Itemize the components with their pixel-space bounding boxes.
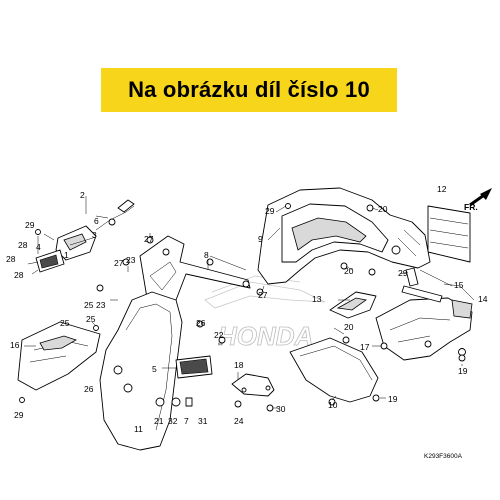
callout-14: 14 <box>478 294 488 304</box>
callout-2: 2 <box>80 190 85 200</box>
callout-4: 4 <box>36 242 41 252</box>
direction-label: FR. <box>464 202 478 212</box>
part-14-license-bracket <box>375 285 473 361</box>
callout-5: 5 <box>152 364 157 374</box>
callout-29b: 29 <box>265 206 275 216</box>
callout-29a: 29 <box>25 220 35 230</box>
callout-12: 12 <box>437 184 447 194</box>
callout-25c: 25 <box>86 314 96 324</box>
callout-18: 18 <box>234 360 244 370</box>
callout-28b: 28 <box>6 254 16 264</box>
callout-29c: 29 <box>398 268 408 278</box>
callout-25b: 25 <box>60 318 70 328</box>
callout-26b: 26 <box>84 384 94 394</box>
banner-text: Na obrázku díl číslo 10 <box>128 77 370 102</box>
fasteners <box>19 203 466 412</box>
part-18-bracket <box>231 373 275 397</box>
callout-19b: 19 <box>388 394 398 404</box>
callout-23: 23 <box>96 300 106 310</box>
callout-32: 32 <box>168 416 178 426</box>
callout-25a: 25 <box>84 300 94 310</box>
callout-24: 24 <box>234 416 244 426</box>
callout-3: 3 <box>92 230 97 240</box>
callout-27b: 27 <box>114 258 124 268</box>
callout-28a: 28 <box>18 240 28 250</box>
leader-lines <box>24 196 475 409</box>
callout-labels: 2 6 3 29 28 4 1 28 28 27 27 23 25 25 25 … <box>6 184 488 434</box>
callout-21: 21 <box>154 416 164 426</box>
callout-26a: 26 <box>196 318 206 328</box>
part-12-rear-plate <box>427 205 471 263</box>
part-9-inner-fender <box>257 187 431 285</box>
callout-13: 13 <box>312 294 322 304</box>
title-banner: Na obrázku díl číslo 10 <box>101 68 397 112</box>
callout-1: 1 <box>64 250 69 260</box>
callout-16: 16 <box>10 340 20 350</box>
part-16-side-cover <box>17 321 101 391</box>
direction-arrow-icon: FR. <box>464 188 492 212</box>
part-11-rear-fender <box>99 291 183 451</box>
callout-20c: 20 <box>344 322 354 332</box>
honda-watermark: HONDA <box>204 275 326 351</box>
callout-11: 11 <box>134 424 143 434</box>
callout-27c: 27 <box>258 290 268 300</box>
part-5-reflector <box>175 355 213 379</box>
callout-15: 15 <box>454 280 464 290</box>
callout-27a: 27 <box>144 234 154 244</box>
callout-30: 30 <box>276 404 286 414</box>
callout-19a: 19 <box>458 366 468 376</box>
callout-9: 9 <box>258 234 263 244</box>
part-10-mudguard <box>289 337 379 403</box>
callout-10: 10 <box>328 400 338 410</box>
callout-20b: 20 <box>344 266 354 276</box>
callout-7: 7 <box>184 416 189 426</box>
callout-29d: 29 <box>14 410 24 420</box>
callout-20a: 20 <box>378 204 388 214</box>
drawing-code: K293F3600A <box>424 453 463 460</box>
watermark-text: HONDA <box>218 321 313 351</box>
callout-28c: 28 <box>14 270 24 280</box>
callout-8: 8 <box>204 250 209 260</box>
part-13-bracket <box>329 291 377 319</box>
callout-31: 31 <box>198 416 208 426</box>
callout-17: 17 <box>360 342 370 352</box>
callout-22: 22 <box>214 330 224 340</box>
callout-6: 6 <box>94 216 99 226</box>
callout-23b: 23 <box>126 255 136 265</box>
